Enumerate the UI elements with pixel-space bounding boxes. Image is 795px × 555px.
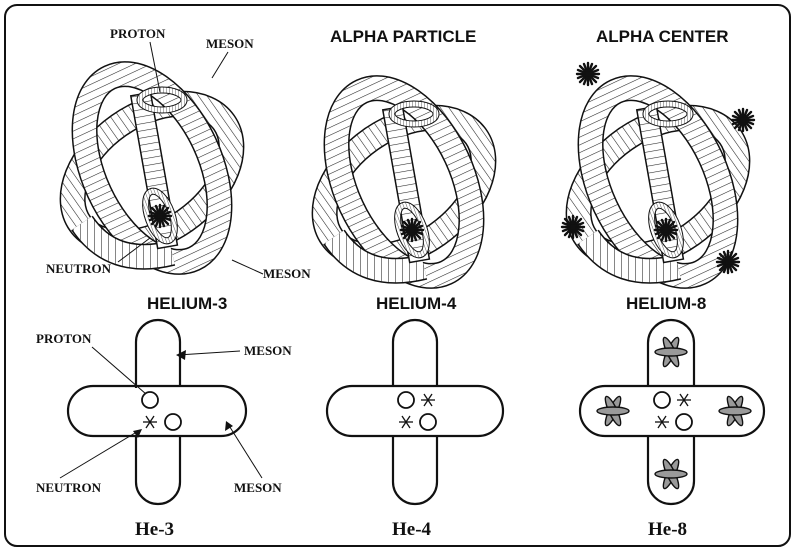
he8-cross-diagram [580, 320, 764, 504]
proton-marker [654, 392, 670, 408]
helium8-ring-model [553, 63, 764, 297]
label-neutron-bottom: NEUTRON [36, 480, 102, 495]
label-proton-top: PROTON [110, 26, 166, 41]
leader-meson-bottom-right [232, 260, 263, 274]
title-alpha-particle: ALPHA PARTICLE [330, 27, 476, 46]
label-proton-bottom: PROTON [36, 331, 92, 346]
caption-he3: He-3 [135, 519, 174, 540]
caption-he4: He-4 [392, 519, 432, 540]
label-meson-top: MESON [206, 36, 254, 51]
caption-he8: He-8 [648, 519, 687, 540]
he4-cross-diagram [327, 320, 503, 504]
helium3-ring-model [47, 53, 258, 283]
proton-marker [420, 414, 436, 430]
leader-meson-mid [178, 351, 240, 355]
title-helium3: HELIUM-3 [147, 294, 227, 313]
title-helium8: HELIUM-8 [626, 294, 706, 313]
proton-marker [676, 414, 692, 430]
title-alpha-center: ALPHA CENTER [596, 27, 729, 46]
leader-neutron-bottom [60, 430, 140, 478]
label-meson-bottom-right: MESON [263, 266, 311, 281]
helium4-ring-model [299, 67, 510, 297]
label-meson-lower: MESON [234, 480, 282, 495]
proton-marker [165, 414, 181, 430]
proton-marker [142, 392, 158, 408]
label-neutron-top: NEUTRON [46, 261, 112, 276]
leader-meson-lower [228, 424, 262, 478]
label-meson-mid: MESON [244, 343, 292, 358]
title-helium4: HELIUM-4 [376, 294, 457, 313]
proton-marker [398, 392, 414, 408]
leader-meson-top [212, 52, 228, 78]
he3-cross-diagram [68, 320, 246, 504]
